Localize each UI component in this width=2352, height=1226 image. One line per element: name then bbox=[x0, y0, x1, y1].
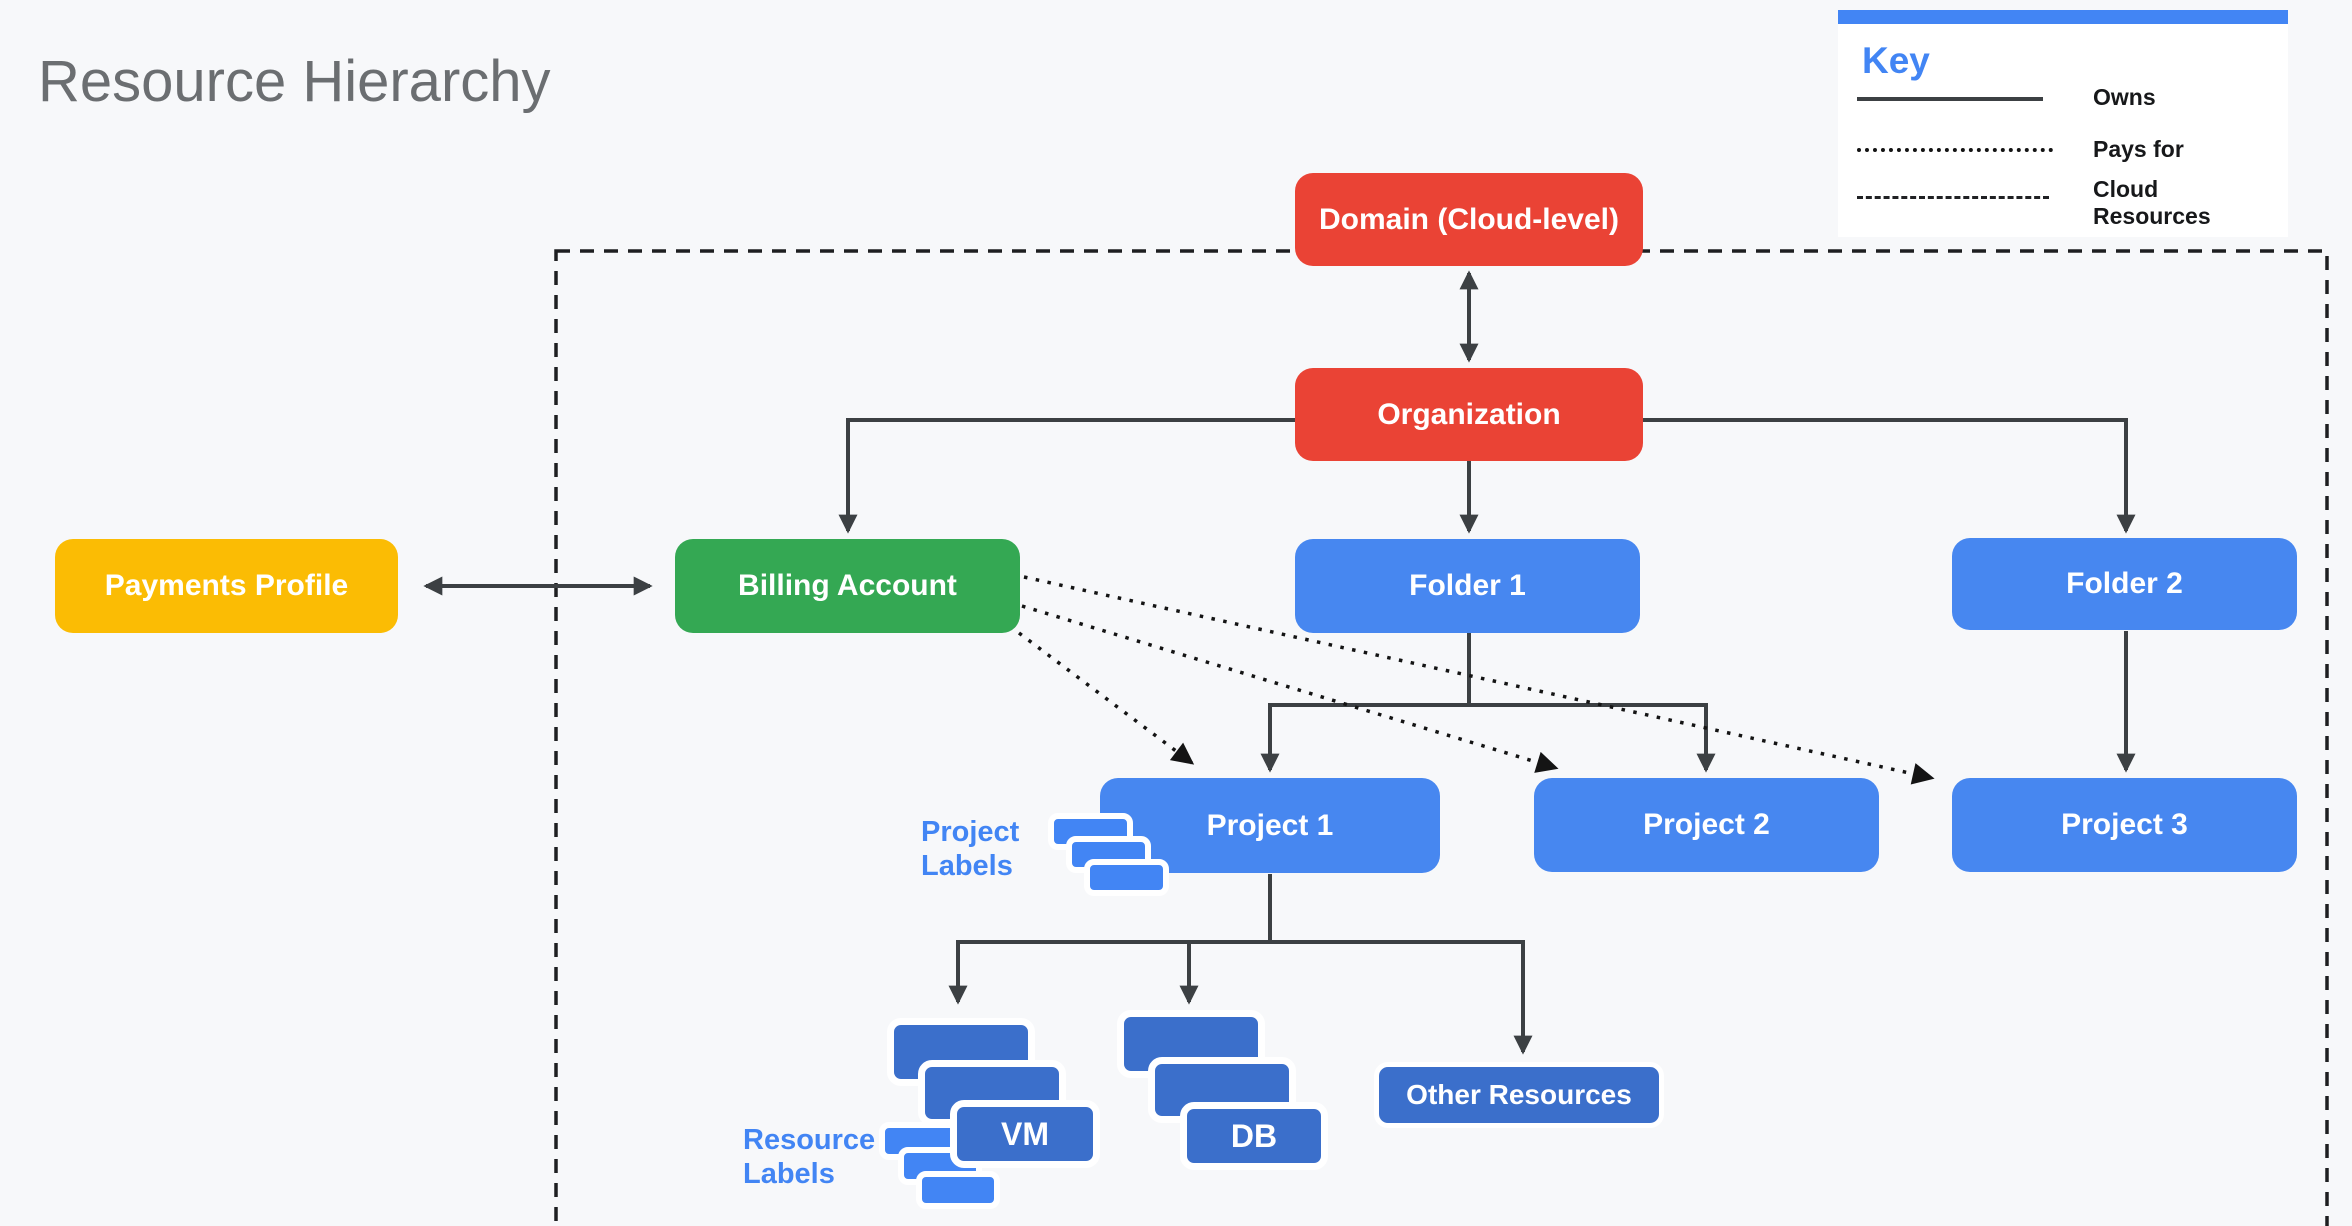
node-other-resources-label: Other Resources bbox=[1406, 1079, 1632, 1110]
node-project-2: Project 2 bbox=[1534, 778, 1879, 872]
project-label-stack-icon bbox=[1084, 859, 1169, 896]
vm-stack-front-card: VM bbox=[950, 1100, 1100, 1168]
legend-owns-label: Owns bbox=[2093, 84, 2156, 110]
node-billing-account-label: Billing Account bbox=[738, 569, 957, 602]
legend-dashed-line-sample bbox=[1857, 196, 2049, 199]
project-labels-text: Project Labels bbox=[921, 816, 1020, 882]
node-folder-1-label: Folder 1 bbox=[1409, 569, 1526, 602]
node-organization-label: Organization bbox=[1377, 397, 1561, 431]
node-folder-2-label: Folder 2 bbox=[2066, 567, 2183, 600]
node-other-resources: Other Resources bbox=[1374, 1062, 1664, 1128]
node-project-3: Project 3 bbox=[1952, 778, 2297, 872]
cloud-resources-region-border bbox=[554, 249, 2329, 1226]
node-payments-profile-label: Payments Profile bbox=[104, 569, 349, 602]
legend-header-bar bbox=[1838, 10, 2288, 24]
legend-solid-line-sample bbox=[1857, 97, 2043, 101]
node-project-3-label: Project 3 bbox=[2061, 808, 2188, 841]
edge-billing-project1 bbox=[1017, 631, 1195, 765]
vm-label: VM bbox=[1001, 1115, 1049, 1152]
node-billing-account: Billing Account bbox=[675, 539, 1020, 633]
node-project-1: Project 1 bbox=[1100, 778, 1440, 873]
legend-title: Key bbox=[1862, 40, 1930, 81]
node-organization: Organization bbox=[1295, 368, 1643, 461]
page-title: Resource Hierarchy bbox=[38, 49, 551, 114]
edge-organization-billing bbox=[838, 418, 1295, 534]
db-stack-front-card: DB bbox=[1180, 1102, 1328, 1170]
node-payments-profile: Payments Profile bbox=[55, 539, 398, 633]
edge-organization-folder2 bbox=[1643, 418, 2136, 534]
node-domain-label: Domain (Cloud-level) bbox=[1318, 202, 1619, 236]
legend-cloud-resources-label: Cloud Resources bbox=[2093, 176, 2211, 230]
legend-pays-for-label: Pays for bbox=[2093, 136, 2184, 162]
legend-panel: Key Owns Pays for Cloud Resources bbox=[1838, 10, 2288, 237]
node-project-1-label: Project 1 bbox=[1206, 808, 1334, 842]
legend-dotted-line-sample bbox=[1857, 148, 2053, 152]
node-folder-1: Folder 1 bbox=[1295, 539, 1640, 633]
edge-billing-project2 bbox=[1021, 604, 1559, 773]
resource-label-stack-icon bbox=[916, 1171, 1000, 1209]
node-domain: Domain (Cloud-level) bbox=[1295, 173, 1643, 266]
resource-labels-text: Resource Labels bbox=[743, 1124, 876, 1190]
node-project-2-label: Project 2 bbox=[1643, 808, 1770, 841]
db-label: DB bbox=[1230, 1117, 1278, 1154]
node-folder-2: Folder 2 bbox=[1952, 538, 2297, 630]
